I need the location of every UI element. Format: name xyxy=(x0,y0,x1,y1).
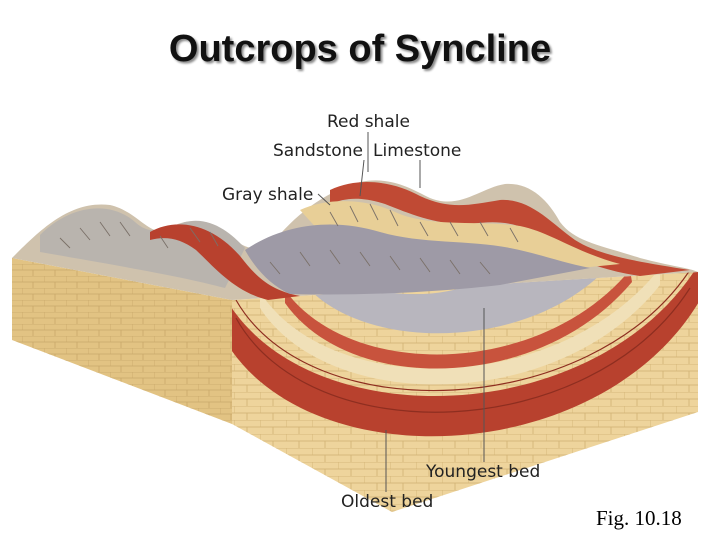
label-gray-shale: Gray shale xyxy=(222,185,314,205)
red-shale-bed xyxy=(232,272,698,437)
gray-shale-valley xyxy=(245,224,590,295)
gray-shale-core xyxy=(310,272,600,334)
ridge-texture xyxy=(59,203,519,275)
label-sandstone: Sandstone xyxy=(273,141,363,161)
sandstone-outcrop xyxy=(300,201,620,270)
label-youngest-bed: Youngest bed xyxy=(426,462,541,482)
label-oldest-bed: Oldest bed xyxy=(341,492,434,512)
red-shale-outcrop xyxy=(150,224,300,300)
syncline-strata xyxy=(232,272,698,437)
figure-caption: Fig. 10.18 xyxy=(596,506,682,530)
upper-red-bed xyxy=(285,272,632,369)
leader-lines xyxy=(317,132,485,492)
page-title: Outcrops of Syncline xyxy=(168,28,552,70)
label-red-shale: Red shale xyxy=(327,112,410,132)
label-limestone: Limestone xyxy=(373,141,462,161)
red-shale-outcrop-right xyxy=(330,182,690,276)
limestone-bed xyxy=(260,272,660,385)
